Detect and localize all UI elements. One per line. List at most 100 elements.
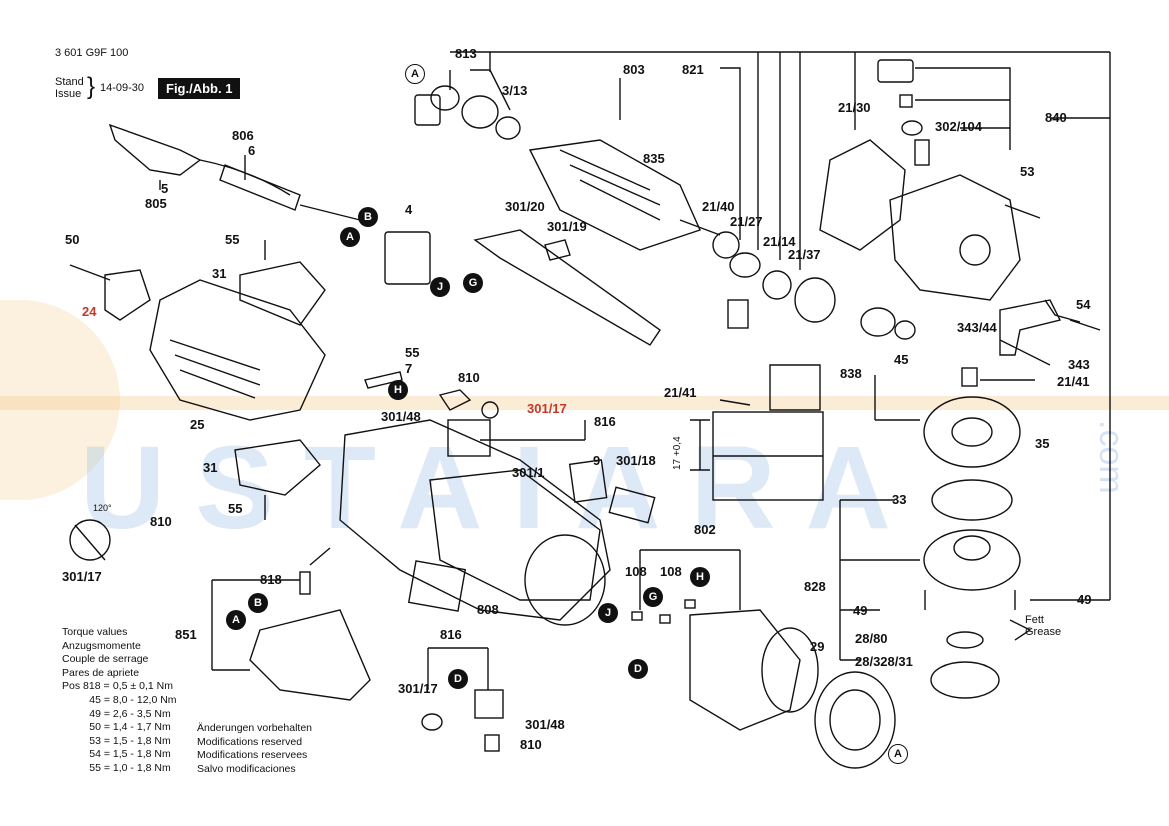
label-810-left: 810 (150, 514, 172, 529)
label-851: 851 (175, 627, 197, 642)
label-818: 818 (260, 572, 282, 587)
label-35: 35 (1035, 436, 1050, 451)
label-838: 838 (840, 366, 862, 381)
torque-row: Pos 818 = 0,5 ± 0,1 Nm (62, 680, 173, 693)
marker-g-mid: G (643, 587, 663, 607)
torque-row: 53 = 1,5 - 1,8 Nm (89, 734, 171, 747)
label-302-104: 302/104 (935, 119, 982, 134)
mod-fr: Modifications reservees (197, 749, 308, 762)
label-301-19: 301/19 (547, 219, 587, 234)
label-49-left: 49 (853, 603, 868, 618)
label-808: 808 (477, 602, 499, 617)
label-816-mid: 816 (594, 414, 616, 429)
label-25: 25 (190, 417, 205, 432)
marker-a-top: A (405, 64, 425, 84)
label-301-17-left: 301/17 (62, 569, 102, 584)
label-301-48-mid: 301/48 (381, 409, 421, 424)
marker-a-clip: A (226, 610, 246, 630)
label-33: 33 (892, 492, 907, 507)
label-810-bottom: 810 (520, 737, 542, 752)
label-55-bottom: 55 (228, 501, 243, 516)
label-31-bottom: 31 (203, 460, 218, 475)
label-31-top: 31 (212, 266, 227, 281)
label-24: 24 (82, 304, 97, 319)
torque-title-es: Pares de apriete (62, 666, 140, 679)
label-53: 53 (1020, 164, 1035, 179)
label-21-27: 21/27 (730, 214, 763, 229)
label-54: 54 (1076, 297, 1091, 312)
label-301-20: 301/20 (505, 199, 545, 214)
mod-es: Salvo modificaciones (197, 762, 296, 775)
marker-j-mid: J (598, 603, 618, 623)
label-3-13: 3/13 (502, 83, 528, 98)
grease-label: Grease (1025, 626, 1062, 638)
label-803: 803 (623, 62, 645, 77)
label-21-41-right: 21/41 (1057, 374, 1090, 389)
label-17-tolerance: 17 +0,4 (672, 436, 683, 470)
brace-glyph: } (87, 73, 96, 100)
marker-a-bottom: A (888, 744, 908, 764)
label-6: 6 (248, 143, 256, 158)
marker-g-top: G (463, 273, 483, 293)
label-108-a: 108 (625, 564, 647, 579)
label-821: 821 (682, 62, 704, 77)
watermark-band (0, 396, 1169, 410)
label-343-44: 343/44 (957, 320, 997, 335)
label-4: 4 (405, 202, 413, 217)
marker-j-top: J (430, 277, 450, 297)
mod-de: Änderungen vorbehalten (197, 722, 313, 734)
label-840: 840 (1045, 110, 1067, 125)
label-806: 806 (232, 128, 254, 143)
label-816-bottom: 816 (440, 627, 462, 642)
torque-row: 54 = 1,5 - 1,8 Nm (89, 748, 171, 761)
label-21-41-section: 21/41 (664, 385, 697, 400)
label-9: 9 (593, 453, 601, 468)
issue-label: Issue (55, 88, 82, 100)
label-21-40: 21/40 (702, 199, 735, 214)
label-108-b: 108 (660, 564, 682, 579)
label-21-14: 21/14 (763, 234, 796, 249)
label-810-mid: 810 (458, 370, 480, 385)
torque-title-fr: Couple de serrage (62, 653, 149, 666)
torque-row: 49 = 2,6 - 3,5 Nm (89, 707, 171, 720)
label-55-mid: 55 (405, 345, 420, 360)
label-802: 802 (694, 522, 716, 537)
doc-number: 3 601 G9F 100 (55, 47, 129, 59)
torque-row: 55 = 1,0 - 1,8 Nm (89, 761, 171, 774)
marker-b-top: B (358, 207, 378, 227)
marker-d-bottom: D (448, 669, 468, 689)
mod-en: Modifications reserved (197, 735, 303, 748)
label-50: 50 (65, 232, 80, 247)
issue-date: 14-09-30 (100, 82, 145, 94)
label-45: 45 (894, 352, 909, 367)
label-120-degrees: 120° (93, 503, 112, 513)
label-28-328-31: 28/328/31 (855, 654, 913, 669)
torque-row: 45 = 8,0 - 12,0 Nm (89, 693, 177, 706)
label-301-17-bottom: 301/17 (398, 681, 438, 696)
label-28-80: 28/80 (855, 631, 888, 646)
label-301-1: 301/1 (512, 465, 545, 480)
fett-label: Fett (1025, 614, 1044, 626)
stand-label: Stand (55, 76, 84, 88)
label-301-48-bottom: 301/48 (525, 717, 565, 732)
label-21-30: 21/30 (838, 100, 871, 115)
label-21-37: 21/37 (788, 247, 821, 262)
marker-a-plug: A (340, 227, 360, 247)
label-7: 7 (405, 361, 413, 376)
label-55-top: 55 (225, 232, 240, 247)
label-5: 5 (161, 181, 169, 196)
label-301-18: 301/18 (616, 453, 656, 468)
label-301-17-mid: 301/17 (527, 401, 567, 416)
torque-title-en: Torque values (62, 626, 128, 638)
label-813: 813 (455, 46, 477, 61)
label-828: 828 (804, 579, 826, 594)
label-835: 835 (643, 151, 665, 166)
figure-badge: Fig./Abb. 1 (158, 78, 241, 99)
marker-b-clip: B (248, 593, 268, 613)
label-343: 343 (1068, 357, 1090, 372)
marker-h-right: H (690, 567, 710, 587)
torque-values-table: Torque values Anzugsmomente Couple de se… (62, 626, 177, 776)
label-29: 29 (810, 639, 825, 654)
